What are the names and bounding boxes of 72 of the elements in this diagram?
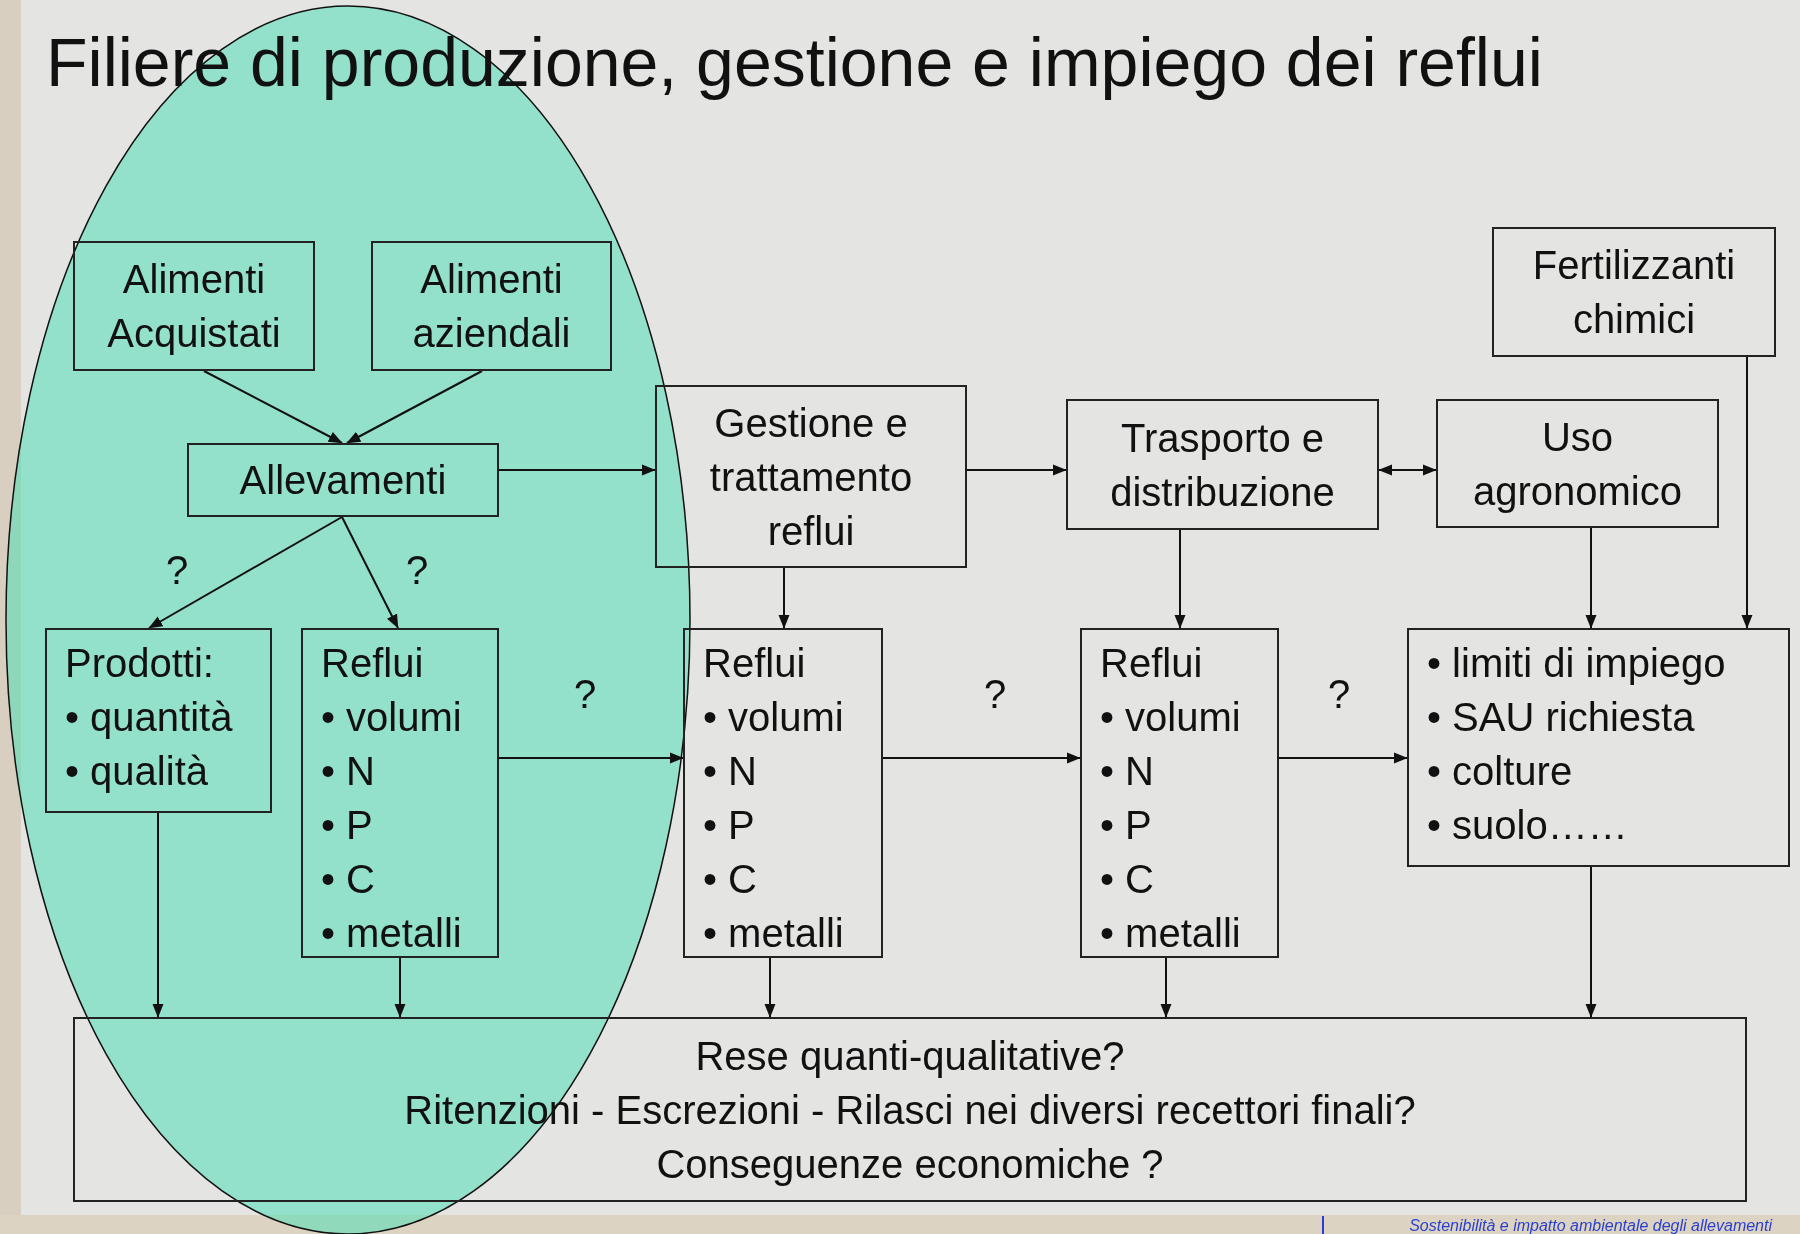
list-item: • colture bbox=[1427, 748, 1574, 795]
node-text: Alimenti Acquistati bbox=[106, 256, 282, 357]
node-text: Trasporto e distribuzione bbox=[1109, 414, 1336, 516]
node-text: Uso agronomico bbox=[1472, 413, 1683, 515]
list-item: • C bbox=[1100, 856, 1155, 903]
edge-label: ? bbox=[984, 672, 1007, 716]
arrow bbox=[148, 516, 343, 629]
process-box bbox=[683, 628, 883, 958]
list-item: • volumi bbox=[321, 694, 463, 741]
list-item: • P bbox=[1100, 802, 1153, 849]
node-text: Gestione e trattamento reflui bbox=[708, 399, 914, 555]
process-box bbox=[1436, 399, 1719, 528]
node-text: Prodotti: bbox=[65, 640, 215, 687]
arrow bbox=[1378, 464, 1437, 476]
process-box bbox=[1492, 227, 1776, 357]
list-item: • volumi bbox=[1100, 694, 1242, 741]
process-box bbox=[45, 628, 272, 813]
list-item: • N bbox=[703, 748, 758, 795]
node-text: Allevamenti bbox=[239, 457, 447, 504]
edge-label: ? bbox=[574, 672, 597, 716]
arrow bbox=[1160, 957, 1172, 1018]
process-box bbox=[301, 628, 499, 958]
arrow bbox=[498, 464, 656, 476]
list-item: • P bbox=[703, 802, 756, 849]
arrow bbox=[498, 752, 684, 764]
arrow bbox=[1174, 529, 1186, 629]
list-item: • N bbox=[321, 748, 376, 795]
node-text: Rese quanti-qualitative? bbox=[695, 1032, 1125, 1080]
node-text: Reflui bbox=[703, 640, 807, 687]
list-item: • volumi bbox=[703, 694, 845, 741]
footer-note: Sostenibilità e impatto ambientale degli allevamenti bbox=[1409, 1217, 1772, 1234]
arrow bbox=[778, 567, 790, 629]
arrow bbox=[152, 812, 164, 1018]
list-item: • C bbox=[321, 856, 376, 903]
node-text: Reflui bbox=[321, 640, 425, 687]
list-item: • metalli bbox=[1100, 910, 1242, 957]
list-item: • SAU richiesta bbox=[1427, 694, 1696, 741]
arrow bbox=[1585, 527, 1597, 629]
process-box bbox=[655, 385, 967, 568]
arrow bbox=[346, 370, 483, 444]
process-box bbox=[1080, 628, 1279, 958]
arrow bbox=[882, 752, 1081, 764]
edge-label: ? bbox=[166, 548, 189, 592]
process-box bbox=[73, 241, 315, 371]
process-box bbox=[187, 443, 499, 517]
edge-label: ? bbox=[406, 548, 429, 592]
arrow bbox=[203, 370, 343, 444]
node-text: Reflui bbox=[1100, 640, 1204, 687]
arrow bbox=[341, 516, 399, 629]
list-item: • suolo…… bbox=[1427, 802, 1629, 849]
list-item: • N bbox=[1100, 748, 1155, 795]
node-text: Alimenti aziendali bbox=[411, 256, 572, 357]
list-item: • C bbox=[703, 856, 758, 903]
list-item: • P bbox=[321, 802, 374, 849]
arrow bbox=[764, 957, 776, 1018]
arrow bbox=[1278, 752, 1408, 764]
arrow bbox=[966, 464, 1067, 476]
arrow bbox=[394, 957, 406, 1018]
process-box bbox=[371, 241, 612, 371]
process-box bbox=[1407, 628, 1790, 867]
node-text: Conseguenze economiche ? bbox=[656, 1140, 1164, 1188]
list-item: • qualità bbox=[65, 748, 209, 795]
edge-label: ? bbox=[1328, 672, 1351, 716]
node-text: Fertilizzanti chimici bbox=[1531, 242, 1737, 343]
list-item: • metalli bbox=[321, 910, 463, 957]
process-box bbox=[73, 1017, 1747, 1202]
list-item: • limiti di impiego bbox=[1427, 640, 1727, 687]
process-box bbox=[1066, 399, 1379, 530]
arrow bbox=[1741, 356, 1753, 629]
list-item: • metalli bbox=[703, 910, 845, 957]
arrow bbox=[1585, 866, 1597, 1018]
list-item: • quantità bbox=[65, 694, 234, 741]
